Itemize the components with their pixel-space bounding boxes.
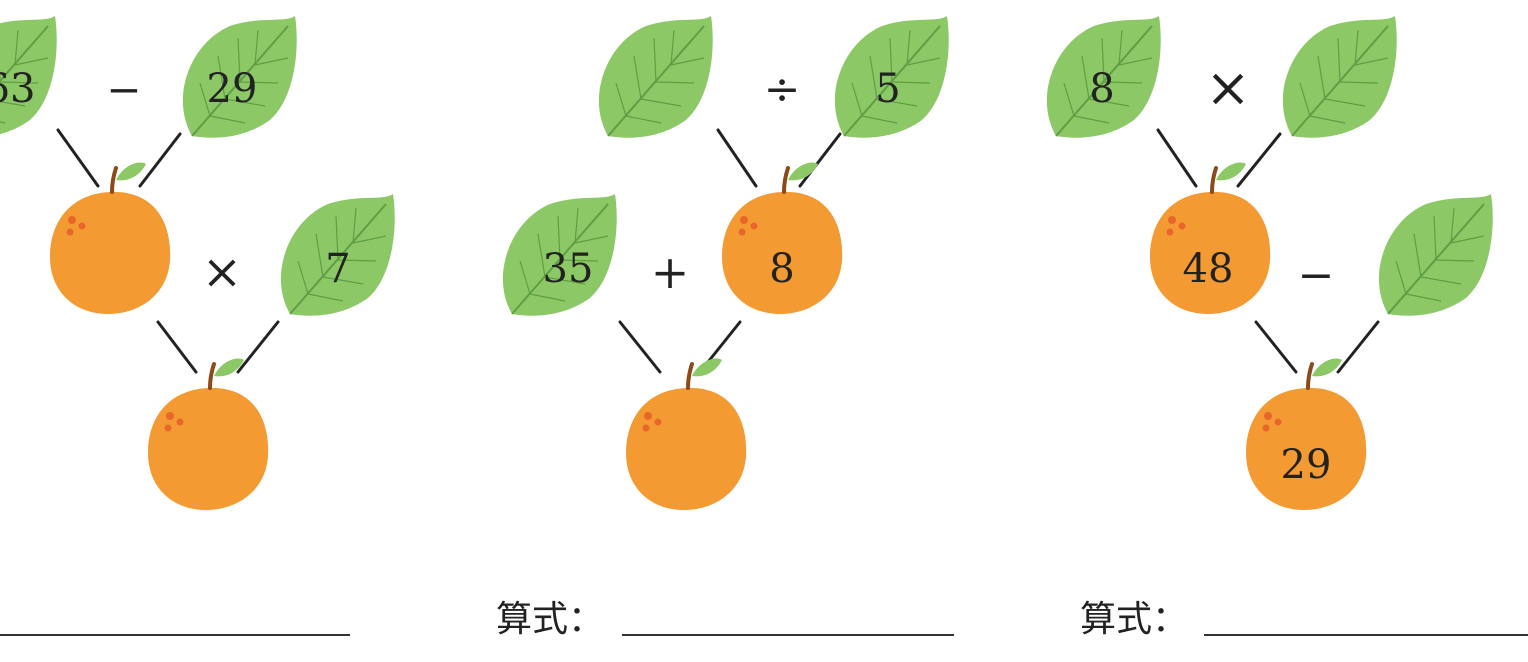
- orange-icon: [146, 356, 271, 512]
- answer-label: 算式：: [1080, 599, 1189, 640]
- leaf-number: 7: [325, 246, 350, 292]
- operator: +: [651, 245, 690, 299]
- leaf-number: 29: [207, 66, 258, 112]
- orange-number: 8: [769, 246, 794, 292]
- operator: ÷: [764, 64, 801, 115]
- puzzle-3: 8 × 48 − 29: [1045, 15, 1494, 512]
- puzzle-1: 63 − 29 × 7: [0, 15, 396, 512]
- operator: −: [1298, 250, 1335, 301]
- orange-number: 29: [1281, 442, 1332, 488]
- answer-line[interactable]: [622, 634, 954, 636]
- orange-icon: [48, 160, 173, 316]
- orange-icon: [624, 356, 749, 512]
- leaf-number: 8: [1089, 66, 1114, 112]
- answer-line[interactable]: [0, 634, 350, 636]
- connector-lines: [56, 128, 1380, 374]
- leaf-icon: [1281, 15, 1398, 139]
- orange-number: 48: [1183, 246, 1234, 292]
- leaf-icon: [597, 15, 714, 139]
- operator: −: [106, 65, 141, 114]
- answer-label: 算式：: [496, 599, 605, 640]
- leaf-number: 5: [875, 66, 900, 112]
- leaf-number: 35: [543, 246, 594, 292]
- answer-line[interactable]: [1204, 634, 1528, 636]
- operator: ×: [1205, 56, 1250, 119]
- leaf-icon: [1377, 193, 1494, 317]
- puzzle-2: ÷ 5 35 + 8: [501, 15, 950, 512]
- operator: ×: [202, 244, 242, 300]
- leaf-number: 63: [0, 66, 35, 112]
